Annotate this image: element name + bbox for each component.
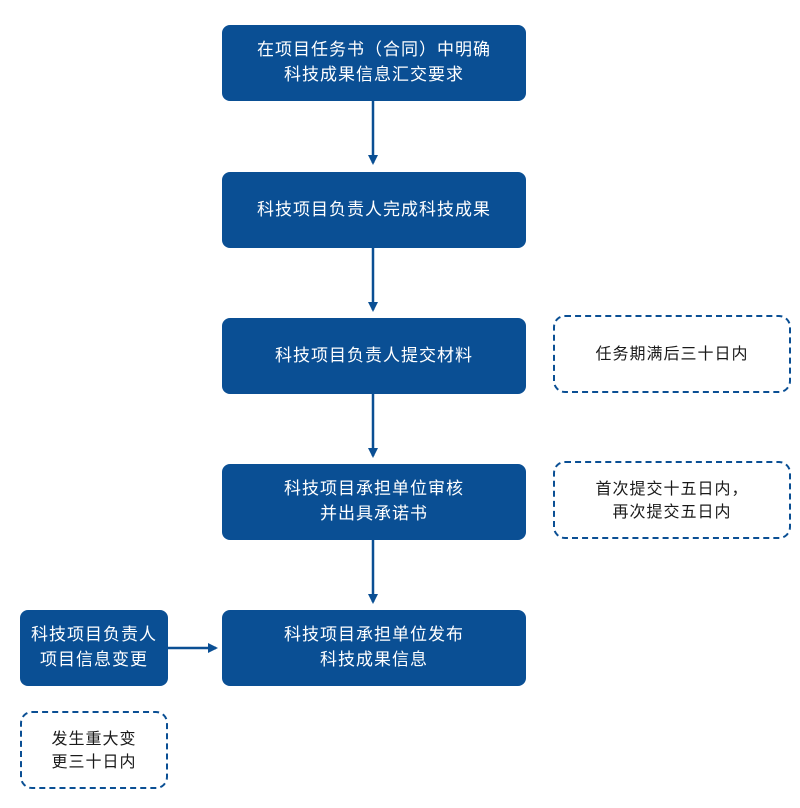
step-text-line: 科技项目负责人完成科技成果 [257, 199, 491, 220]
side-box-text-line: 科技项目负责人 [31, 625, 157, 646]
note-text-line: 更三十日内 [51, 752, 137, 771]
step-publish-results: 科技项目承担单位发布 科技成果信息 [222, 610, 526, 686]
step-text-line: 科技项目承担单位审核 [284, 479, 464, 500]
step-define-requirements: 在项目任务书（合同）中明确 科技成果信息汇交要求 [222, 25, 526, 101]
note-change-deadline: 发生重大变 更三十日内 [20, 711, 168, 789]
step-text-line: 科技项目负责人提交材料 [275, 345, 473, 366]
step-text-line: 并出具承诺书 [320, 504, 428, 524]
note-text-line: 再次提交五日内 [612, 502, 732, 521]
note-text-line: 发生重大变 [51, 728, 137, 748]
step-text-line: 科技成果信息汇交要求 [284, 65, 464, 85]
side-box-info-change: 科技项目负责人 项目信息变更 [20, 610, 168, 686]
step-review-and-commit: 科技项目承担单位审核 并出具承诺书 [222, 464, 526, 540]
note-submit-deadline: 任务期满后三十日内 [553, 315, 791, 393]
step-text-line: 科技项目承担单位发布 [284, 625, 464, 646]
side-box-text-line: 项目信息变更 [40, 650, 148, 670]
step-text-line: 科技成果信息 [320, 650, 428, 670]
step-text-line: 在项目任务书（合同）中明确 [257, 40, 491, 61]
step-submit-materials: 科技项目负责人提交材料 [222, 318, 526, 394]
note-text-line: 首次提交十五日内， [595, 478, 749, 498]
step-complete-results: 科技项目负责人完成科技成果 [222, 172, 526, 248]
note-text-line: 任务期满后三十日内 [595, 344, 749, 364]
note-review-deadline: 首次提交十五日内， 再次提交五日内 [553, 461, 791, 539]
